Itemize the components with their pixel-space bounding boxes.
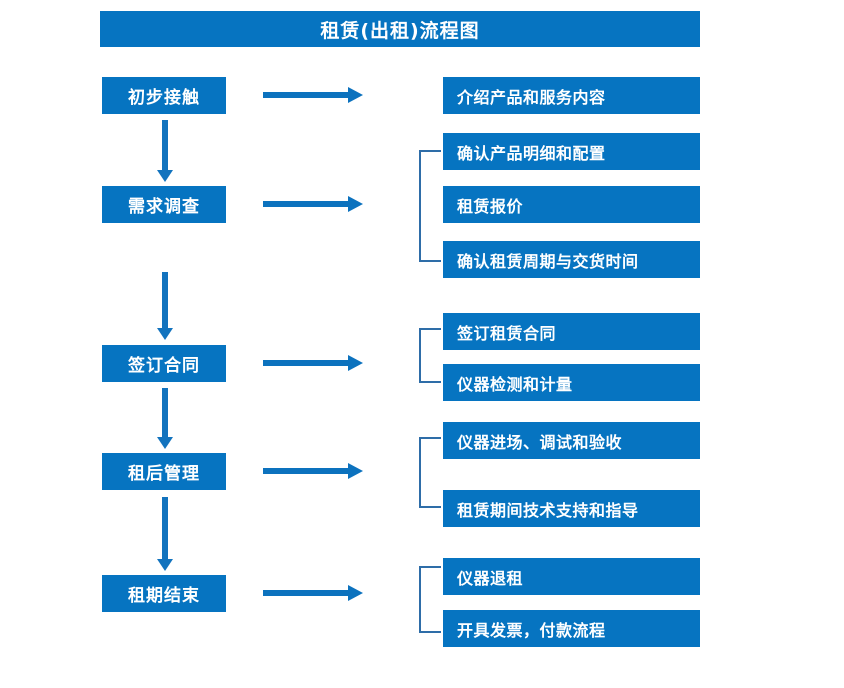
- detail-box-confirm-lease-period[interactable]: 确认租赁周期与交货时间: [443, 241, 700, 278]
- horizontal-arrow-4: [263, 462, 363, 480]
- arrow-head: [348, 196, 363, 212]
- arrow-head: [157, 170, 173, 182]
- arrow-head: [348, 585, 363, 601]
- group-bracket-lease-end: [419, 566, 441, 633]
- arrow-head: [157, 559, 173, 571]
- stage-box-lease-end[interactable]: 租期结束: [102, 575, 226, 612]
- arrow-shaft: [162, 497, 168, 560]
- detail-box-rental-quotation[interactable]: 租赁报价: [443, 186, 700, 223]
- arrow-shaft: [162, 120, 168, 171]
- stage-box-initial-contact[interactable]: 初步接触: [102, 77, 226, 114]
- arrow-head: [348, 463, 363, 479]
- arrow-shaft: [162, 388, 168, 438]
- horizontal-arrow-5: [263, 584, 363, 602]
- group-bracket-requirement-survey: [419, 150, 441, 262]
- detail-box-instrument-entry-commissioning[interactable]: 仪器进场、调试和验收: [443, 422, 700, 459]
- stage-box-post-rental-management[interactable]: 租后管理: [102, 453, 226, 490]
- arrow-shaft: [263, 201, 351, 207]
- page-title: 租赁(出租)流程图: [100, 11, 700, 47]
- arrow-head: [157, 328, 173, 340]
- detail-box-confirm-product-details[interactable]: 确认产品明细和配置: [443, 133, 700, 170]
- stage-box-sign-contract[interactable]: 签订合同: [102, 345, 226, 382]
- group-bracket-sign-contract: [419, 328, 441, 383]
- detail-box-technical-support[interactable]: 租赁期间技术支持和指导: [443, 490, 700, 527]
- group-bracket-post-rental-management: [419, 437, 441, 508]
- detail-box-invoice-payment[interactable]: 开具发票，付款流程: [443, 610, 700, 647]
- detail-box-introduce-products[interactable]: 介绍产品和服务内容: [443, 77, 700, 114]
- vertical-arrow-4: [156, 497, 174, 571]
- vertical-arrow-3: [156, 388, 174, 449]
- arrow-shaft: [162, 272, 168, 329]
- horizontal-arrow-1: [263, 86, 363, 104]
- stage-box-requirement-survey[interactable]: 需求调查: [102, 186, 226, 223]
- detail-box-sign-lease-contract[interactable]: 签订租赁合同: [443, 313, 700, 350]
- vertical-arrow-1: [156, 120, 174, 182]
- arrow-shaft: [263, 92, 351, 98]
- arrow-head: [157, 437, 173, 449]
- arrow-shaft: [263, 360, 351, 366]
- horizontal-arrow-2: [263, 195, 363, 213]
- arrow-head: [348, 355, 363, 371]
- detail-box-instrument-return[interactable]: 仪器退租: [443, 558, 700, 595]
- arrow-shaft: [263, 590, 351, 596]
- vertical-arrow-2: [156, 272, 174, 340]
- detail-box-instrument-inspection[interactable]: 仪器检测和计量: [443, 364, 700, 401]
- horizontal-arrow-3: [263, 354, 363, 372]
- arrow-head: [348, 87, 363, 103]
- arrow-shaft: [263, 468, 351, 474]
